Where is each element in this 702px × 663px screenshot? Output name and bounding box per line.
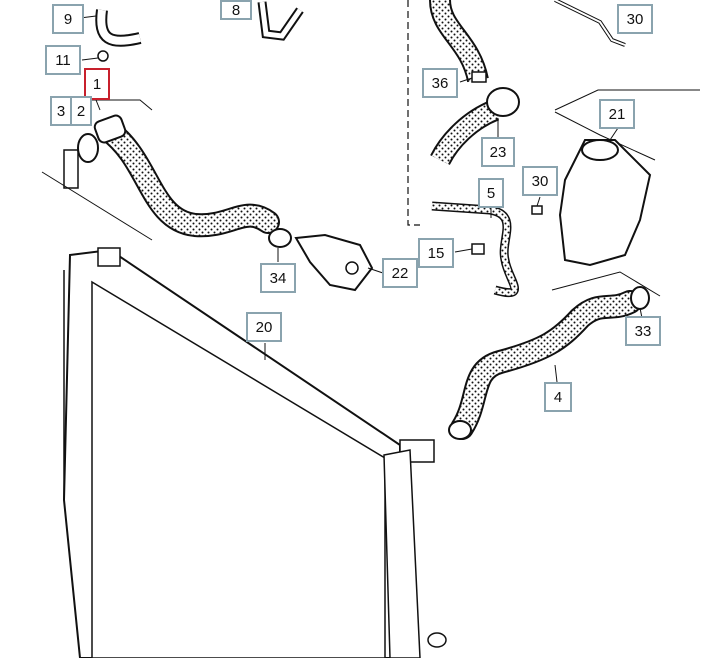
- callout-part-8[interactable]: 8: [220, 0, 252, 20]
- callout-part-34[interactable]: 34: [260, 263, 296, 293]
- radiator-drain-plug: [427, 632, 447, 648]
- callout-part-20[interactable]: 20: [246, 312, 282, 342]
- callout-part-5[interactable]: 5: [478, 178, 504, 208]
- callout-part-3[interactable]: 3: [50, 96, 72, 126]
- callout-part-4[interactable]: 4: [544, 382, 572, 412]
- bracket-part-2: [63, 149, 79, 189]
- fitting-part-15: [471, 243, 485, 255]
- callout-part-11[interactable]: 11: [45, 45, 81, 75]
- assembly-boundary: [407, 0, 420, 226]
- radiator-upper-inlet: [97, 247, 121, 267]
- clamp-part-34: [268, 228, 292, 248]
- callout-part-23[interactable]: 23: [481, 137, 515, 167]
- callout-part-36[interactable]: 36: [422, 68, 458, 98]
- clamp-part-30-tank: [531, 205, 543, 215]
- gasket-part-3: [77, 133, 99, 163]
- connector-part-23: [486, 87, 520, 117]
- boundary-line-left: [41, 171, 153, 241]
- callout-part-1-selected[interactable]: 1: [84, 68, 110, 100]
- boundary-line-tank: [554, 111, 656, 161]
- callout-part-30-tank[interactable]: 30: [522, 166, 558, 196]
- tank-cap: [581, 139, 619, 161]
- callout-part-22[interactable]: 22: [382, 258, 418, 288]
- callout-part-15[interactable]: 15: [418, 238, 454, 268]
- o-ring-11: [97, 50, 109, 62]
- clamp-part-36: [471, 71, 487, 83]
- callout-part-33[interactable]: 33: [625, 316, 661, 346]
- callout-part-30-top[interactable]: 30: [617, 4, 653, 34]
- boundary-line-right: [554, 89, 700, 111]
- thermostat-housing-part-22: [294, 233, 374, 292]
- boundary-line-lower: [551, 271, 661, 297]
- clamp-part-33: [630, 286, 650, 310]
- hose-end-clamp: [448, 420, 472, 440]
- radiator-right-tank: [383, 449, 421, 659]
- callout-part-9[interactable]: 9: [52, 4, 84, 34]
- hose-clamp-part-1: [93, 114, 127, 144]
- callout-part-2[interactable]: 2: [70, 96, 92, 126]
- pipe-part-30-top: [554, 0, 626, 47]
- callout-part-21[interactable]: 21: [599, 99, 635, 129]
